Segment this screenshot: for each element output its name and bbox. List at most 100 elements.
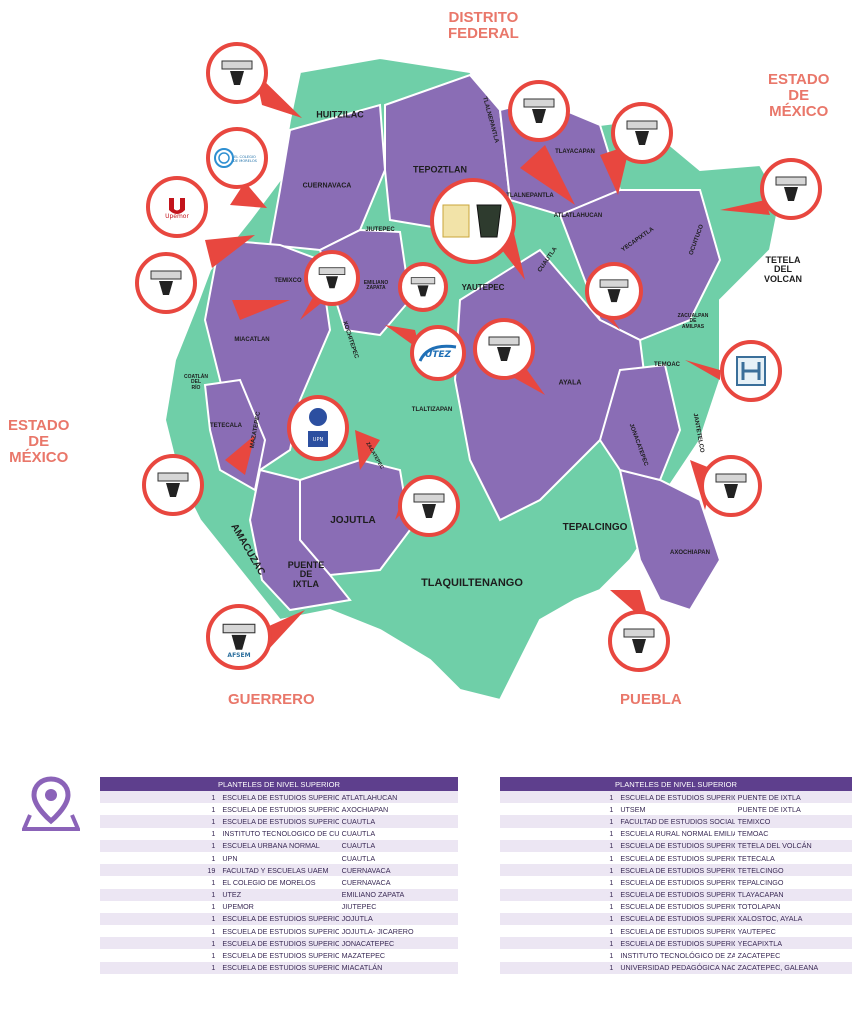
muni-label: HUITZILAC (316, 109, 364, 120)
row-municipality: TLAYACAPAN (734, 888, 852, 901)
muni-label: TETECALA (210, 422, 242, 429)
row-institution: ESCUELA DE ESTUDIOS SUPERIORES UAEM (219, 912, 339, 926)
uaem-pin (398, 475, 460, 537)
uaem-pin (508, 80, 570, 142)
row-count: 1 (100, 876, 220, 889)
row-municipality: TEMOAC (734, 827, 852, 840)
muni-label: TLALTIZAPAN (411, 406, 453, 413)
uaem-logo-icon (623, 628, 655, 653)
row-institution: UTEZ (219, 888, 339, 901)
muni-label: PUENTE DE IXTLA (287, 559, 325, 589)
temoac-logo-icon (736, 356, 766, 386)
utez-pin: UTEZ (410, 325, 466, 381)
row-count: 1 (500, 815, 618, 828)
utez-caption: UTEZ (424, 350, 452, 360)
row-institution: ESCUELA DE ESTUDIOS SUPERIORES UAEM (617, 925, 735, 938)
row-municipality: TEMIXCO (734, 815, 852, 828)
row-institution: ESCUELA URBANA NORMAL (219, 839, 339, 852)
row-institution: ESCUELA DE ESTUDIOS SUPERIORES UAEM (617, 888, 735, 901)
uaem-pin (206, 42, 268, 104)
uaem-pin (142, 454, 204, 516)
muni-label: TEPALCINGO (562, 521, 628, 533)
row-count: 1 (500, 876, 618, 889)
row-count: 19 (100, 864, 220, 877)
row-institution: ESCUELA DE ESTUDIOS SUPERIORES UAEM (617, 864, 735, 877)
region-jonacatepec (598, 363, 682, 482)
cuautla-logos-icon (442, 204, 502, 238)
row-count: 1 (500, 925, 618, 938)
muni-label: YAUTEPEC (461, 282, 505, 292)
row-municipality: CUAUTLA (338, 851, 458, 865)
uaem-logo-icon (626, 120, 658, 145)
row-count: 1 (100, 791, 220, 804)
row-count: 1 (100, 912, 220, 926)
muni-label: CUERNAVACA (302, 182, 352, 190)
row-institution: ESCUELA DE ESTUDIOS SUPERIORES UAEM (219, 815, 339, 828)
region-label-puebla: PUEBLA (620, 691, 682, 708)
row-municipality: JOJUTLA (338, 912, 458, 926)
muni-label: TETELA DEL VOLCAN (764, 254, 802, 284)
muni-label: EMILIANO ZAPATA (363, 279, 389, 291)
row-institution: ESCUELA DE ESTUDIOS SUPERIORES UAEM (617, 791, 735, 804)
row-municipality: MIACATLÁN (338, 961, 458, 974)
row-institution: ESCUELA DE ESTUDIOS SUPERIORES UAEM (617, 876, 735, 889)
uaem-pin (760, 158, 822, 220)
row-institution: ESCUELA DE ESTUDIOS SUPERIORES UAEM (617, 851, 735, 865)
puente-ixtla-pin: AFSEM (206, 604, 272, 670)
uaem-logo-icon (150, 270, 182, 295)
row-count: 1 (100, 925, 220, 938)
row-municipality: XALOSTOC, AYALA (734, 912, 852, 926)
row-count: 1 (500, 839, 618, 852)
row-count: 1 (100, 937, 220, 950)
table-header: PLANTELES DE NIVEL SUPERIOR (100, 777, 458, 791)
region-label-distrito-federal: DISTRITO FEDERAL (448, 9, 519, 42)
row-count: 1 (500, 900, 618, 913)
row-institution: ESCUELA DE ESTUDIOS SUPERIORES UAEM (219, 803, 339, 816)
muni-label: TLAYACAPAN (555, 148, 595, 155)
row-count: 1 (500, 827, 618, 840)
upemor-logo-icon (169, 198, 185, 214)
row-municipality: ZACATEPEC, GALEANA (734, 961, 852, 974)
row-institution: ESCUELA RURAL NORMAL EMILIANO ZAPATA (617, 827, 735, 840)
muni-label: AYALA (558, 379, 582, 387)
row-municipality: ATLATLAHUCAN (338, 791, 458, 804)
row-institution: ESCUELA DE ESTUDIOS SUPERIORES UAEM (617, 900, 735, 913)
row-count: 1 (100, 961, 220, 974)
colegio-morelos-caption: EL COLEGIO DE MORELOS (233, 155, 257, 163)
row-municipality: TETECALA (734, 851, 852, 865)
afsem-caption: AFSEM (227, 652, 251, 659)
row-count: 1 (100, 839, 220, 852)
colegio-morelos-logo-icon (214, 148, 234, 168)
uaem-pin (611, 102, 673, 164)
row-count: 1 (100, 803, 220, 816)
upemor-caption: Upemor (165, 213, 189, 220)
uaem-logo-icon (222, 623, 256, 650)
row-institution: ESCUELA DE ESTUDIOS SUPERIORES UAEM (219, 937, 339, 950)
uaem-pin (585, 262, 643, 320)
row-count: 1 (100, 949, 220, 962)
morelos-map: DISTRITO FEDERAL ESTADO DE MÉXICO ESTADO… (8, 9, 830, 708)
row-municipality: JONACATEPEC (338, 937, 458, 950)
row-municipality: YAUTEPEC (734, 925, 852, 938)
row-count: 1 (500, 937, 618, 950)
row-count: 1 (500, 912, 618, 926)
row-institution: UPEMOR (219, 900, 339, 913)
row-municipality: CUERNAVACA (338, 864, 458, 877)
region-label-estado-mexico-ne: ESTADO DE MÉXICO (768, 71, 830, 120)
row-institution: INSTITUTO TECNOLÓGICO DE ZACATEPEC (617, 949, 735, 962)
